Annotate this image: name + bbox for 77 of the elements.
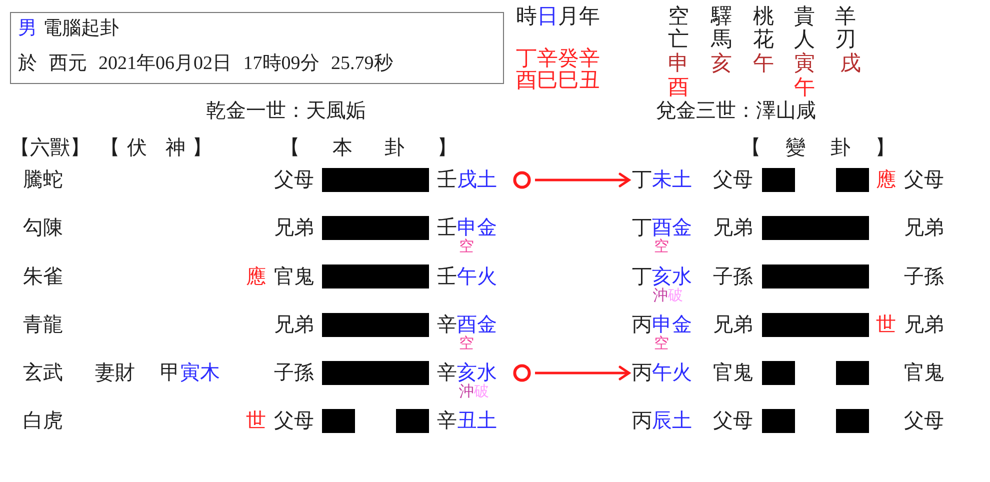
branch-label: 甲寅木 — [160, 361, 220, 385]
spirit-label: 玄武 — [23, 361, 63, 385]
column-header: 【 本 卦 】 — [280, 136, 457, 160]
branch-label: 壬申金 — [437, 216, 497, 239]
relation-label: 父母 — [713, 168, 753, 192]
relation-label: 父母 — [713, 409, 753, 433]
status-note: 空 — [654, 335, 669, 353]
relation-label: 子孫 — [274, 361, 314, 385]
spirit-label: 青龍 — [23, 313, 63, 337]
table-value: 戌 — [840, 50, 861, 76]
relation-label: 兄弟 — [274, 313, 314, 337]
relation-label: 官鬼 — [274, 264, 314, 288]
hexagram-title: 兌金三世：澤山咸 — [656, 99, 816, 123]
info-box — [10, 12, 504, 84]
table-value: 亥 — [711, 50, 732, 76]
status-note: 沖破 — [459, 383, 489, 401]
branch-label: 辛丑土 — [437, 409, 497, 433]
status-note: 沖破 — [653, 286, 683, 304]
arrow — [535, 366, 630, 380]
spirit-label: 勾陳 — [23, 216, 63, 240]
relation-label: 父母 — [274, 409, 314, 433]
branch-label: 辛酉金 — [437, 313, 497, 336]
spirit-label: 白虎 — [23, 409, 63, 433]
column-header: 【 變 卦 】 — [741, 136, 895, 160]
ring-icon — [513, 171, 531, 189]
branch-label: 丁未土 — [632, 168, 692, 192]
gender-label: 男 — [18, 18, 37, 39]
branch-label: 丙申金 — [632, 313, 692, 336]
table-value: 午 — [794, 74, 815, 100]
relation-label: 兄弟 — [904, 216, 944, 240]
pillar-header: 時日月年 — [516, 4, 600, 28]
marker-label: 世 — [876, 313, 896, 337]
branch-label: 辛亥水 — [437, 361, 497, 384]
relation-label: 官鬼 — [713, 361, 753, 385]
hexagram-title: 乾金一世：天風姤 — [206, 99, 366, 123]
ring-icon — [513, 364, 531, 382]
table-value: 寅 — [794, 50, 815, 76]
marker-label: 應 — [246, 264, 266, 288]
branch-label: 丁酉金 — [632, 216, 692, 239]
branch-label: 丁亥水 — [632, 264, 692, 288]
title-text: 電腦起卦 — [43, 18, 119, 39]
relation-label: 兄弟 — [713, 313, 753, 337]
table-value: 申 — [668, 50, 689, 76]
column-header: 桃花 — [753, 4, 775, 50]
branch-label: 丙辰土 — [632, 409, 692, 433]
marker-label: 應 — [876, 168, 896, 192]
status-note: 空 — [654, 238, 669, 256]
relation-label: 兄弟 — [904, 313, 944, 337]
column-header: 貴人 — [794, 4, 816, 50]
spirit-label: 朱雀 — [23, 264, 63, 288]
column-header: 驛馬 — [711, 4, 733, 50]
relation-label: 父母 — [904, 409, 944, 433]
branch-label: 壬午火 — [437, 264, 497, 288]
date-time-text: 於 西元 2021年06月02日 17時09分 25.79秒 — [18, 53, 393, 74]
status-note: 空 — [459, 238, 474, 256]
arrow — [535, 172, 630, 188]
relation-label: 父母 — [904, 168, 944, 192]
table-value: 酉 — [668, 74, 689, 100]
branch-label: 壬戌土 — [437, 168, 497, 192]
relation-label: 官鬼 — [904, 361, 944, 385]
marker-label: 世 — [246, 409, 266, 433]
pillar-text: 丁辛癸辛 — [516, 46, 600, 70]
branch-label: 丙午火 — [632, 361, 692, 385]
relation-label: 兄弟 — [274, 216, 314, 240]
relation-label: 兄弟 — [713, 216, 753, 240]
relation-label: 妻財 — [95, 361, 135, 385]
status-note: 空 — [459, 335, 474, 353]
column-header: 羊刃 — [835, 4, 857, 50]
column-header: 【伏 神】 — [100, 136, 212, 160]
column-header: 空亡 — [668, 4, 690, 50]
spirit-label: 騰蛇 — [23, 168, 63, 192]
table-value: 午 — [753, 50, 774, 76]
relation-label: 父母 — [274, 168, 314, 192]
pillar-text: 酉巳巳丑 — [516, 68, 600, 92]
relation-label: 子孫 — [904, 264, 944, 288]
relation-label: 子孫 — [713, 264, 753, 288]
column-header: 【六獸】 — [10, 136, 90, 160]
